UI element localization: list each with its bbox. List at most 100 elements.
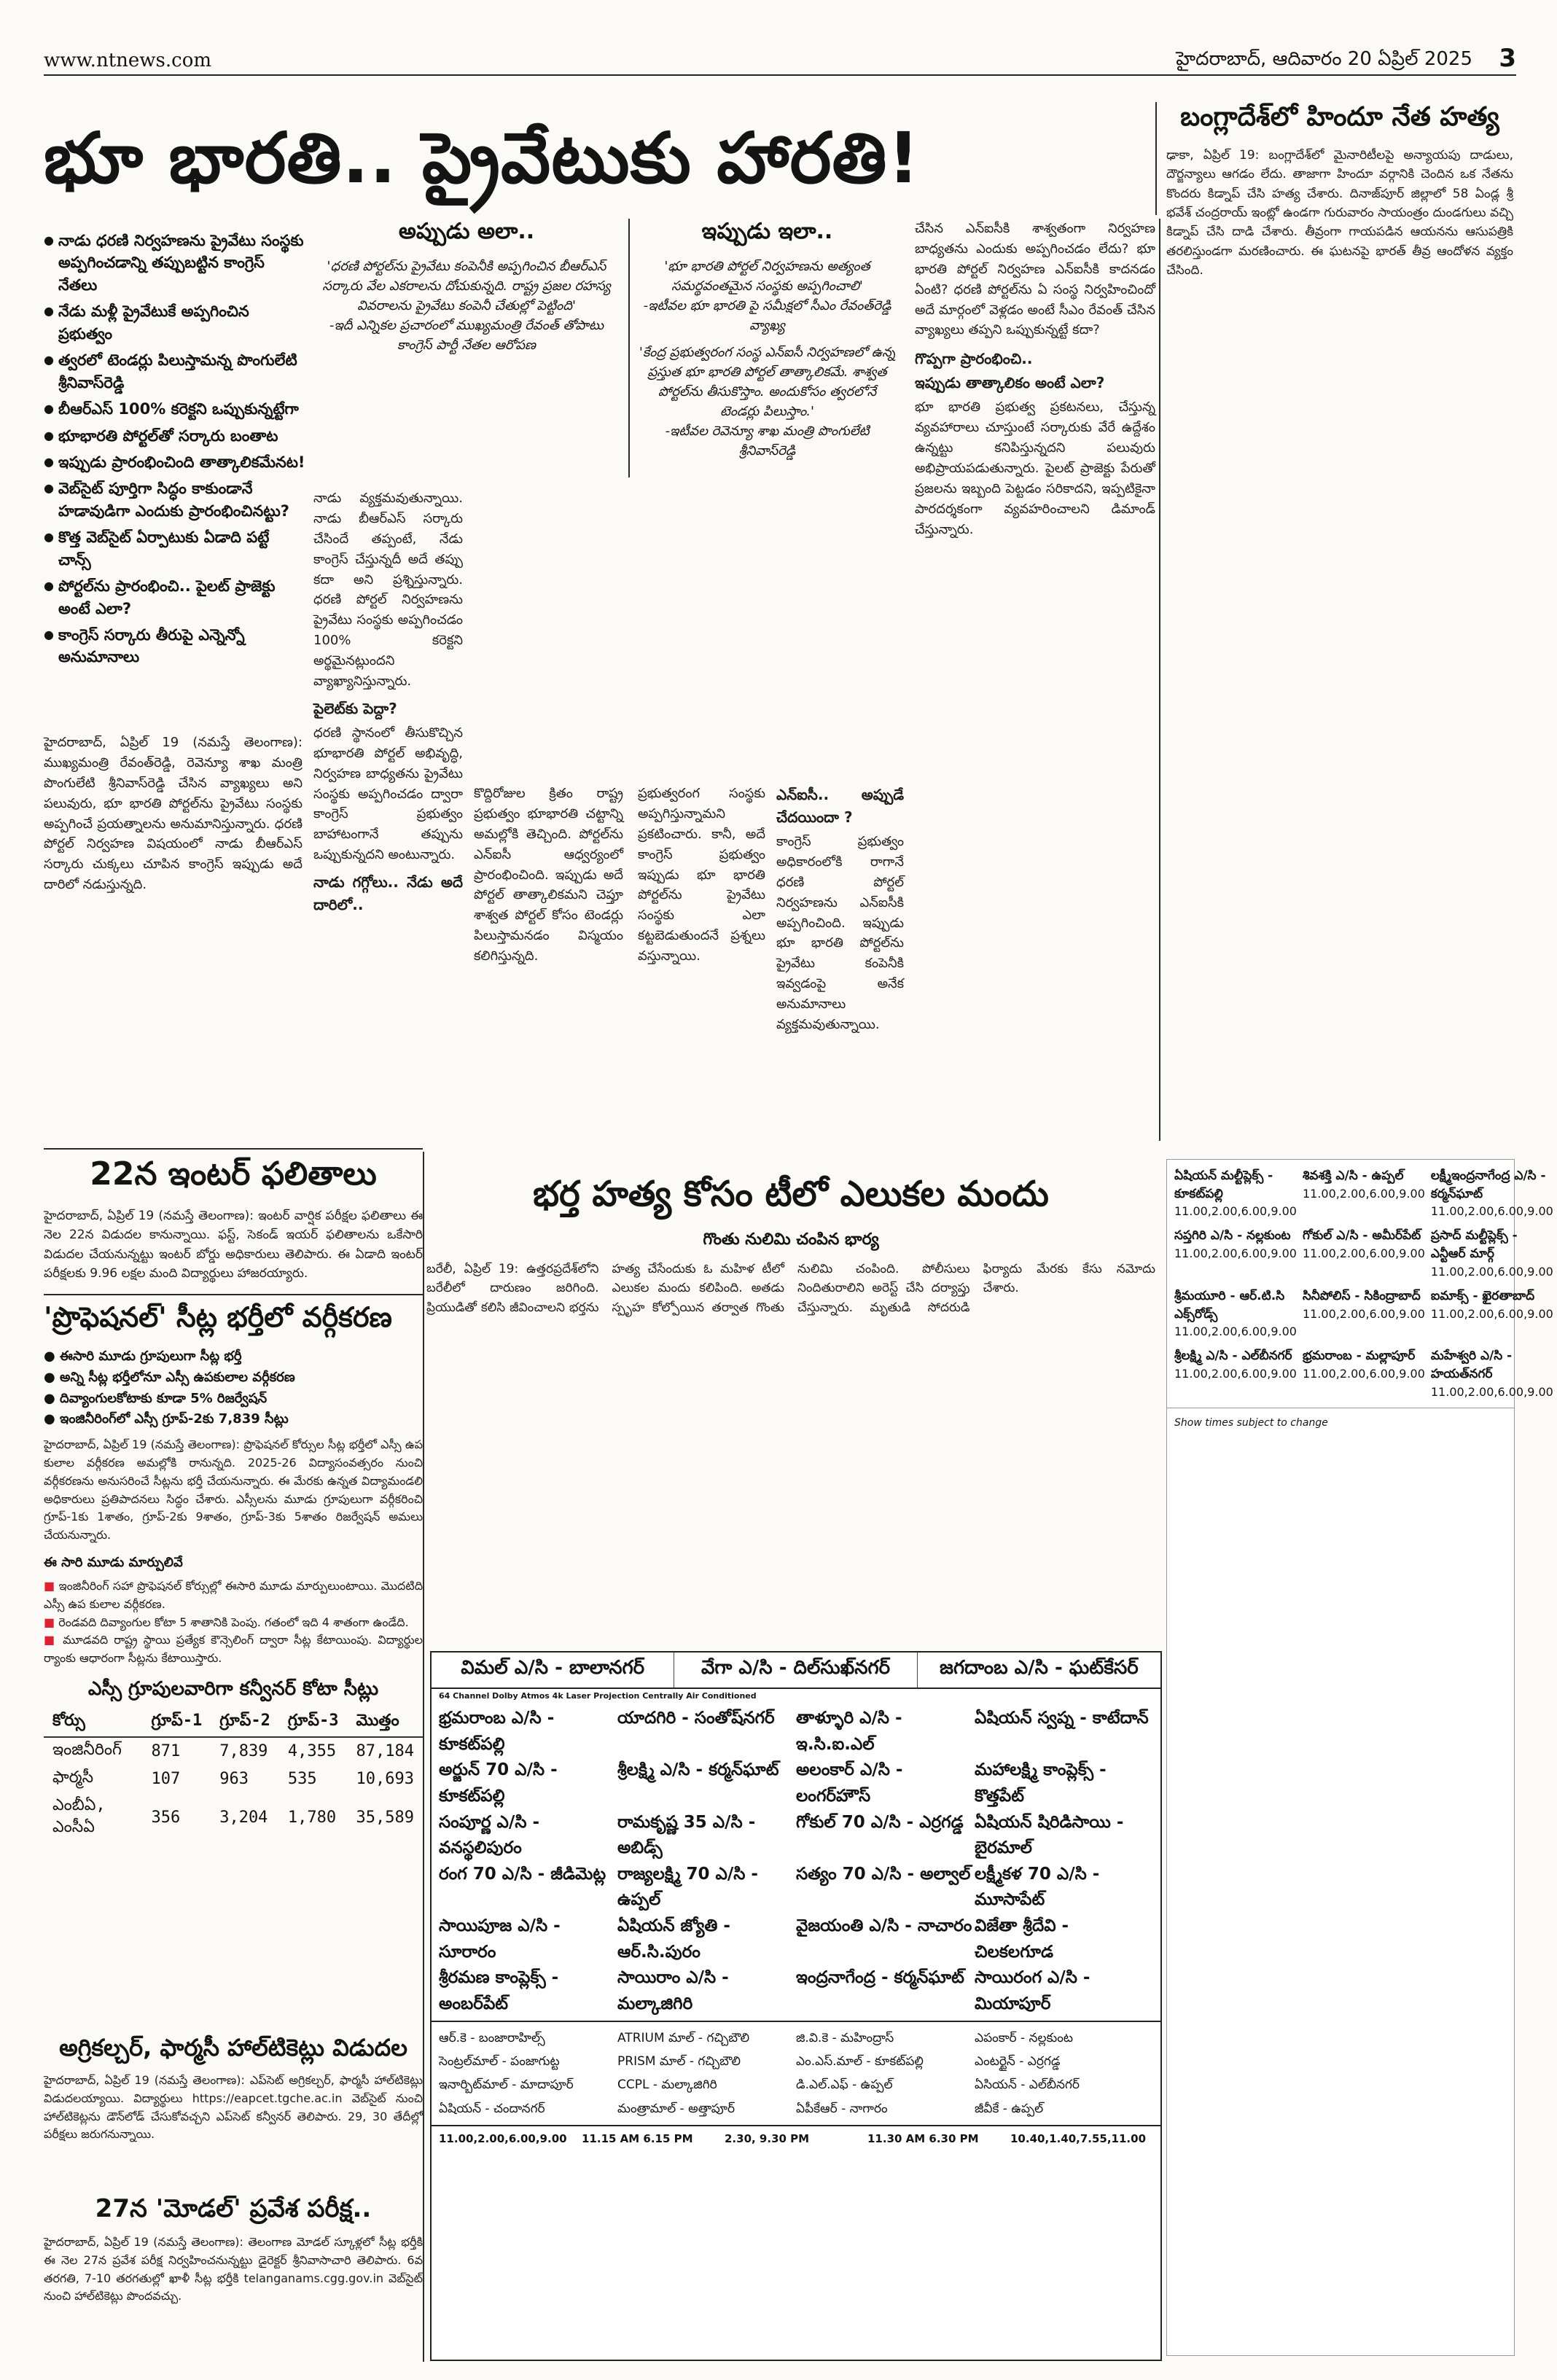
listing-item: సినీపోలిస్‌ - సికింద్రాబాద్‌11.00,2.00,6…	[1302, 1288, 1425, 1321]
cinema-header: వేగా ఎ/సి - దిల్‌సుఖ్‌నగర్‌	[674, 1653, 918, 1688]
venue: డి.ఎల్‌.ఎఫ్‌ - ఉప్పల్‌	[796, 2077, 893, 2093]
table-header: గ్రూప్‌-1	[142, 1708, 211, 1738]
cinema-venues: ఆర్‌.కె - బంజారాహిల్స్‌ ATRIUM మాల్‌ - గ…	[432, 2020, 1160, 2125]
list-item: ■ మూడవది రాష్ట్ర స్థాయి ప్రత్యేక కౌన్సెల…	[44, 1633, 423, 1666]
table-cell: 7,839	[219, 1742, 268, 1761]
table-header: కోర్సు	[44, 1708, 143, 1738]
venue: ఇనార్బిట్‌మాల్‌ - మాదాపూర్‌	[439, 2077, 574, 2093]
professional-story: 'ప్రొఫెషనల్‌' సీట్ల భర్తీలో వర్గీకరణ ● ఈ…	[44, 1301, 423, 1843]
theatre-name: అలంకార్‌ ఎ/సి - లంగర్‌హౌస్‌	[796, 1760, 903, 1806]
venue: సెంట్రల్‌మాల్‌ - పంజాగుట్ట	[439, 2053, 560, 2069]
listing-item: మహేశ్వరి ఎ/సి - హయత్‌నగర్‌11.00,2.00,6.0…	[1430, 1349, 1553, 1399]
list-item: ■ రెండవది దివ్యాంగుల కోటా 5 శాతానికి పెం…	[44, 1615, 409, 1629]
professional-bullets: ● ఈసారి మూడు గ్రూపులుగా సీట్ల భర్తీ ● అన…	[44, 1346, 423, 1430]
subhead-pilot: పైలెట్‌కు పెద్దా?	[313, 699, 397, 717]
theatre-name: సాయిరాం ఎ/సి - మల్కాజిగిరి	[617, 1968, 729, 2014]
table-cell: 87,184	[356, 1742, 414, 1761]
model-story: 27న 'మోడల్‌' ప్రవేశ పరీక్ష.. హైదరాబాద్‌,…	[44, 2194, 423, 2306]
listing-item: శ్రీలక్ష్మి ఎ/సి - ఎల్‌బీనగర్‌11.00,2.00…	[1174, 1349, 1297, 1381]
divider	[1155, 102, 1157, 215]
venue: ఏపీకేఆర్‌ - నాగారం	[796, 2101, 888, 2116]
bullet-item: భూభారతి పోర్టల్‌తో సర్కారు బంతాట	[44, 425, 306, 447]
bullet-item: కాంగ్రెస్‌ సర్కారు తీరుపై ఎన్నెన్నో అనుమ…	[44, 624, 306, 668]
crime-title: భర్త హత్య కోసం టీలో ఎలుకల మందు	[533, 1174, 1049, 1214]
cinema-row: శ్రీరమణ కాంప్లెక్స్‌ - అంబర్‌పేట్‌ సాయిర…	[439, 1965, 1153, 2017]
table-cell: ఎంబీఏ, ఎంసీఏ	[52, 1795, 106, 1836]
theatre-name: ఏషియన్‌ స్వప్న - కాటేదాన్‌	[975, 1709, 1149, 1728]
cinema-times: 11.00,2.00,6.00,9.00 11.15 AM 6.15 PM 2.…	[432, 2124, 1160, 2151]
venue: ఆర్‌.కె - బంజారాహిల్స్‌	[439, 2030, 545, 2045]
dateline: హైదరాబాద్‌, ఆదివారం 20 ఏప్రిల్‌ 2025	[1176, 48, 1472, 70]
bullet-item: పోర్టల్‌ను ప్రారంభించి.. పైలట్‌ ప్రాజెక్…	[44, 575, 306, 620]
subhead-nadu: నాడు గగ్గోలు.. నేడు అదే దారిలో..	[313, 873, 463, 914]
lead-body-para: చేసిన ఎన్‌ఐసీకి శాశ్వతంగా నిర్వహణ బాధ్యత…	[915, 221, 1155, 338]
crime-story: భర్త హత్య కోసం టీలో ఎలుకల మందు గొంతు నుల…	[426, 1174, 1155, 1317]
bullet-item: ● దివ్యాంగులకోటాకు కూడా 5% రిజర్వేషన్‌	[44, 1390, 268, 1406]
table-cell: ఫార్మసీ	[52, 1768, 94, 1787]
now-by-1: -ఇటీవల భూ భారతి పై సమీక్షలో సీఎం రేవంత్‌…	[643, 298, 891, 333]
then-by: -ఇదీ ఎన్నికల ప్రచారంలో ముఖ్యమంత్రి రేవంత…	[329, 318, 604, 353]
table-cell: 963	[219, 1770, 249, 1789]
theatre-name: సాయిరంగ ఎ/సి - మియాపూర్‌	[975, 1968, 1090, 2014]
bullet-item: బీఆర్‌ఎస్‌ 100% కరెక్టని ఒప్పుకున్నట్టేగ…	[44, 398, 306, 420]
now-quote-2: 'కేంద్ర ప్రభుత్వరంగ సంస్థ ఎన్‌ఐసీ నిర్వహ…	[639, 345, 896, 419]
cinema-row: రంగ 70 ఎ/సి - జీడిమెట్ల రాజ్యలక్ష్మి 70 …	[439, 1862, 1153, 1913]
now-quote-1: 'భూ భారతి పోర్టల్‌ నిర్వహణను అత్యంత సమర్…	[664, 259, 870, 294]
divider	[44, 1148, 423, 1150]
venue: ఎం.ఎస్‌.మాల్‌ - కూకట్‌పల్లి	[796, 2053, 924, 2069]
bullet-item: ● ఇంజినీరింగ్‌లో ఎస్సీ గ్రూప్‌-2కు 7,839…	[44, 1411, 289, 1427]
venue: ఎపంకార్‌ - నల్లకుంట	[975, 2030, 1074, 2045]
venue: PRISM మాల్‌ - గచ్చిబౌలి	[617, 2053, 741, 2069]
table-cell: 4,355	[287, 1742, 337, 1761]
venue: ఎంటర్టైన్‌ - ఎర్రగడ్డ	[975, 2053, 1061, 2069]
theatre-name: వైజయంతి ఎ/సి - నాచారం	[796, 1916, 972, 1936]
now-box: ఇప్పుడు ఇలా.. 'భూ భారతి పోర్టల్‌ నిర్వహణ…	[638, 219, 897, 461]
inter-title: 22న ఇంటర్‌ ఫలితాలు	[90, 1155, 377, 1193]
table-cell: 10,693	[356, 1770, 414, 1789]
listing-item: గోకుల్‌ ఎ/సి - అమీర్‌పేట్‌11.00,2.00,6.0…	[1302, 1228, 1425, 1261]
table-cell: 107	[151, 1770, 181, 1789]
list-item: ■ ఇంజినీరింగ్‌ సహా ప్రొఫెషనల్‌ కోర్సుల్ల…	[44, 1578, 423, 1611]
listing-item: ఐమాక్స్‌ - ఖైరతాబాద్‌11.00,2.00,6.00,9.0…	[1430, 1288, 1553, 1321]
page-number: 3	[1499, 44, 1516, 73]
cinema-rows: భ్రమరాంబ ఎ/సి - కూకట్‌పల్లి యాదగిరి - సం…	[432, 1703, 1160, 2021]
theatre-name: శ్రీరమణ కాంప్లెక్స్‌ - అంబర్‌పేట్‌	[439, 1968, 559, 2014]
lead-body-para: కాంగ్రెస్‌ ప్రభుత్వం అధికారంలోకి రాగానే …	[776, 834, 904, 1033]
listing-item: భ్రమరాంబ - మల్లాపూర్‌11.00,2.00,6.00,9.0…	[1302, 1349, 1425, 1381]
inter-story: 22న ఇంటర్‌ ఫలితాలు హైదరాబాద్‌, ఏప్రిల్‌ …	[44, 1155, 423, 1283]
bangladesh-story: బంగ్లాదేశ్‌లో హిందూ నేత హత్య ఢాకా, ఏప్రి…	[1166, 102, 1513, 280]
crime-sub: గొంతు నులిమి చంపిన భార్య	[703, 1230, 879, 1249]
bangladesh-title: బంగ్లాదేశ్‌లో హిందూ నేత హత్య	[1180, 102, 1499, 132]
table-header: గ్రూప్‌-2	[211, 1708, 279, 1738]
showtime: 11.30 AM 6.30 PM	[867, 2131, 979, 2145]
showtime: 10.40,1.40,7.55,11.00	[1010, 2131, 1147, 2145]
table-cell: 1,780	[287, 1809, 337, 1827]
lead-bullets: నాడు ధరణి నిర్వహణను ప్రైవేటు సంస్థకు అప్…	[44, 230, 306, 673]
lead-body-col-6: చేసిన ఎన్‌ఐసీకి శాశ్వతంగా నిర్వహణ బాధ్యత…	[915, 219, 1155, 540]
masthead: www.ntnews.com హైదరాబాద్‌, ఆదివారం 20 ఏప…	[44, 44, 1516, 76]
venue: ఏషియన్‌ - చందానగర్‌	[439, 2101, 545, 2116]
theatre-name: యాదగిరి - సంతోష్‌నగర్‌	[617, 1709, 775, 1728]
then-quote: 'ధరణి పోర్టల్‌ను ప్రైవేటు కంపెనీకి అప్పగ…	[322, 259, 611, 313]
then-title: అప్పుడు అలా..	[398, 219, 535, 244]
listing-item: ఏషియన్‌ మల్టీప్లెక్స్‌ - కూకట్‌పల్లి11.0…	[1174, 1168, 1297, 1219]
professional-body: హైదరాబాద్‌, ఏప్రిల్‌ 19 (నమస్తే తెలంగాణ)…	[44, 1437, 423, 1542]
theatre-name: గోకుల్‌ 70 ఎ/సి - ఎర్రగడ్డ	[796, 1812, 964, 1832]
seats-table: కోర్సు గ్రూప్‌-1 గ్రూప్‌-2 గ్రూప్‌-3 మొత…	[44, 1708, 423, 1843]
listing-note: Show times subject to change	[1167, 1407, 1514, 1437]
lead-body-para: నాడు వ్యక్తమవుతున్నాయి. నాడు బీఆర్‌ఎస్‌ …	[313, 491, 463, 690]
lead-body-col-4: ప్రభుత్వరంగ సంస్థకు అప్పగిస్తున్నామని ప్…	[638, 786, 765, 964]
inter-body: హైదరాబాద్‌, ఏప్రిల్‌ 19 (నమస్తే తెలంగాణ)…	[44, 1209, 423, 1281]
theatre-name: సాయిపూజ ఎ/సి - సూరారం	[439, 1916, 561, 1962]
subhead-goppa: గొప్పగా ప్రారంభించి..	[915, 350, 1033, 368]
cinema-row: అర్జున్‌ 70 ఎ/సి - కూకట్‌పల్లి శ్రీలక్ష్…	[439, 1757, 1153, 1809]
agri-story: అగ్రికల్చర్‌, ఫార్మసీ హాల్‌టికెట్లు విడు…	[44, 2034, 423, 2144]
now-title: ఇప్పుడు ఇలా..	[701, 219, 833, 244]
divider	[1159, 219, 1160, 1141]
now-by-2: -ఇటీవల రెవెన్యూ శాఖ మంత్రి పొంగులేటి శ్ర…	[665, 424, 870, 459]
bullet-item: ● ఈసారి మూడు గ్రూపులుగా సీట్ల భర్తీ	[44, 1349, 242, 1364]
table-cell: 356	[151, 1809, 181, 1827]
site-url[interactable]: www.ntnews.com	[44, 50, 212, 71]
agri-title: అగ్రికల్చర్‌, ఫార్మసీ హాల్‌టికెట్లు విడు…	[59, 2034, 407, 2061]
